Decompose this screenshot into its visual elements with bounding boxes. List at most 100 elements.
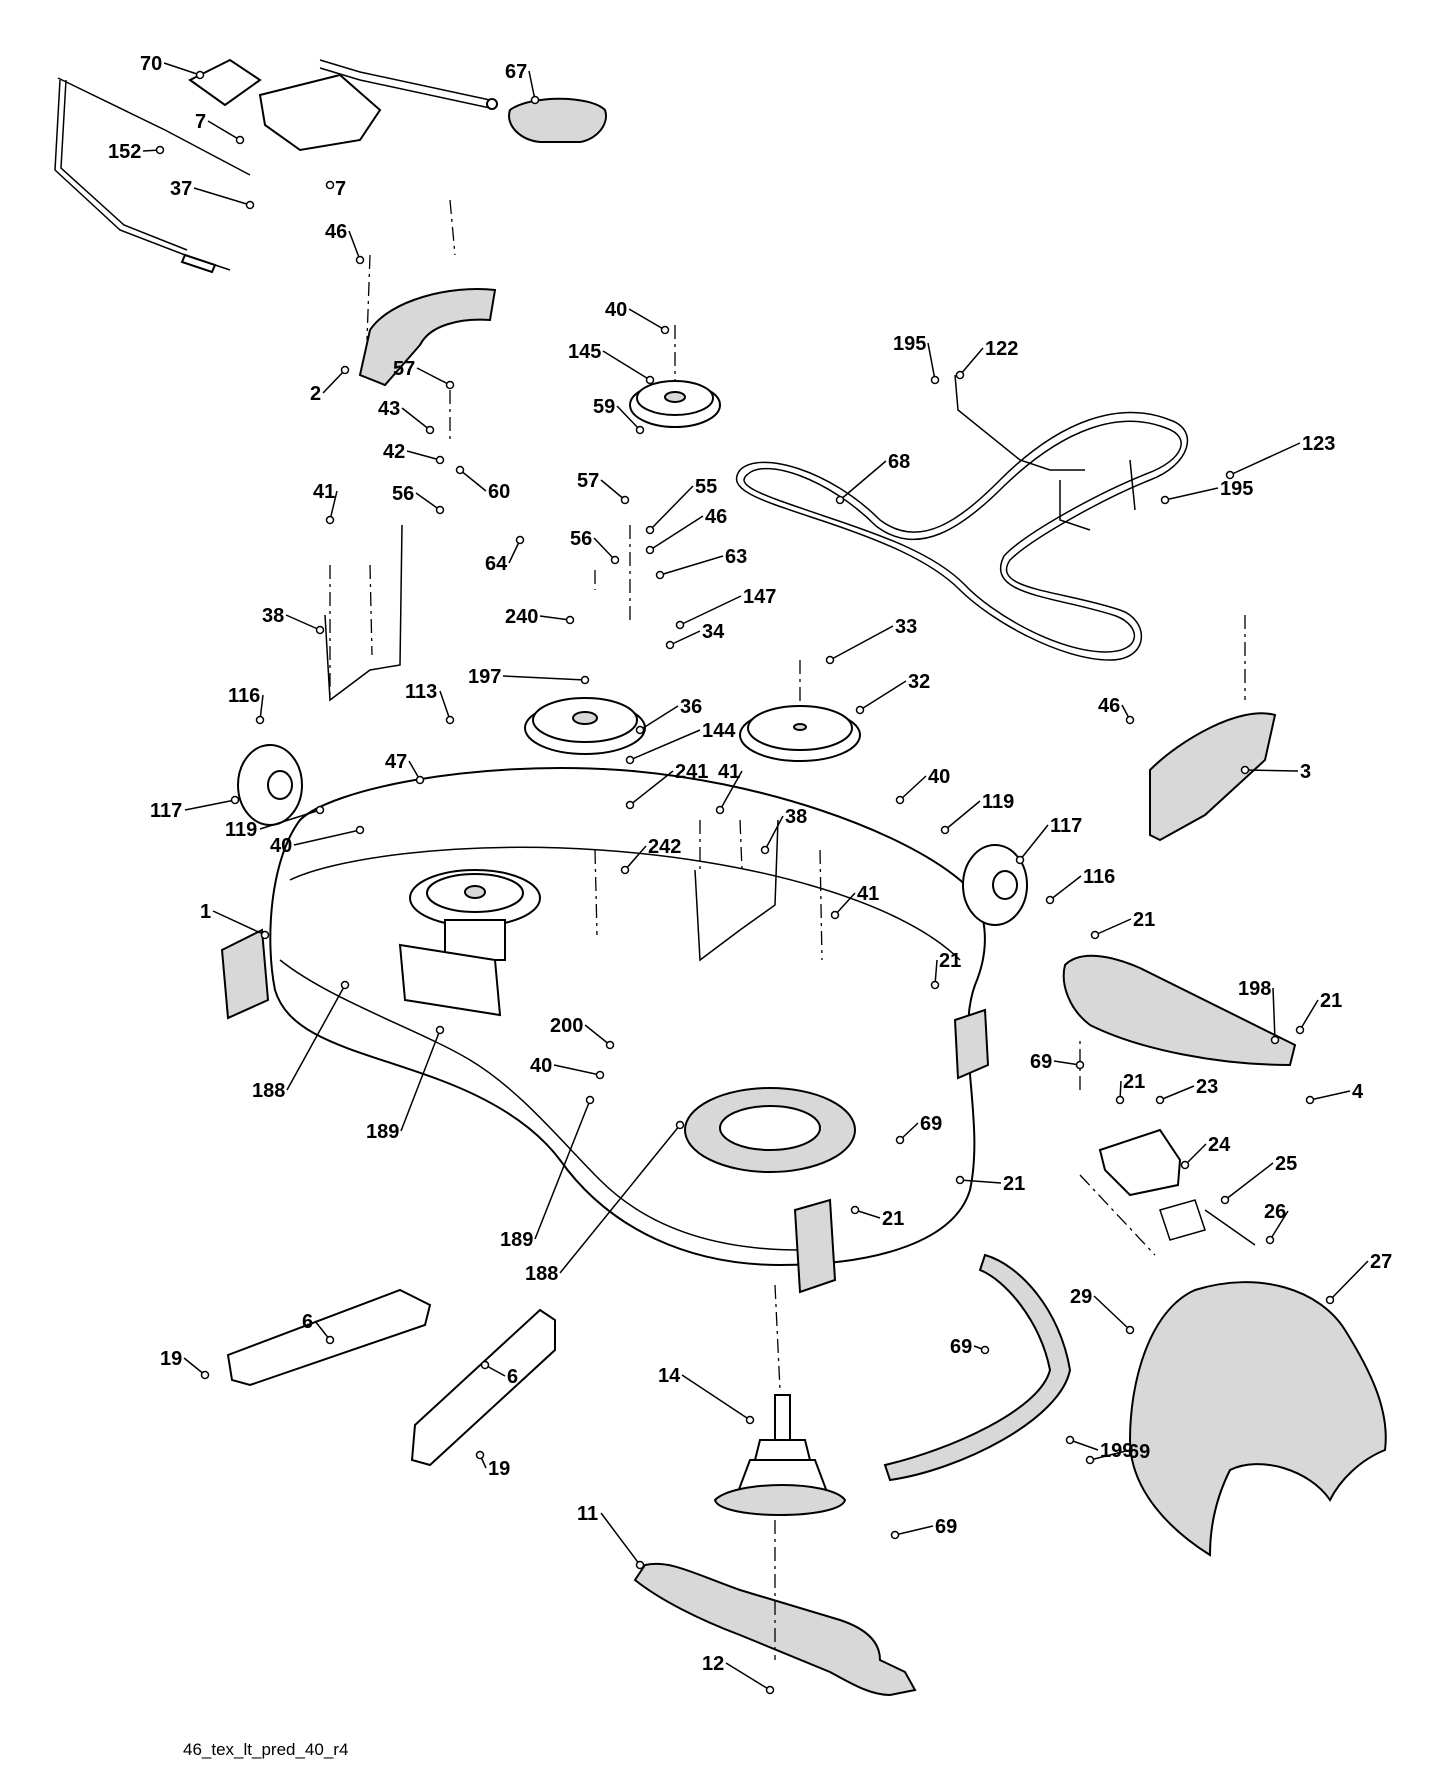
idler-pulley-36: [524, 697, 646, 755]
gauge-wheel-right: [962, 844, 1028, 926]
callout-leader: [1053, 1060, 1081, 1066]
hardware-marker: [1065, 1435, 1075, 1445]
hardware-marker: [515, 535, 525, 545]
callout-label: 6: [507, 1366, 518, 1388]
callout-label: 117: [150, 800, 182, 822]
callout-label: 60: [488, 481, 510, 503]
callout-leader: [639, 705, 679, 731]
callout-label: 57: [393, 358, 415, 380]
callout-label: 147: [743, 586, 776, 608]
callout-label: 198: [1238, 978, 1271, 1000]
hardware-marker: [1090, 930, 1100, 940]
hardware-marker: [475, 1450, 485, 1460]
callout-leader: [293, 829, 361, 846]
callout-leader: [927, 342, 936, 381]
callout-label: 24: [1208, 1134, 1231, 1156]
callout-leader: [539, 615, 571, 621]
callout-leader: [459, 469, 487, 492]
callout-leader: [725, 1662, 771, 1691]
callout-label: 21: [1320, 990, 1342, 1012]
hardware-marker: [830, 910, 840, 920]
hardware-marker: [1265, 1235, 1275, 1245]
callout-label: 188: [252, 1080, 285, 1102]
callout-leader: [212, 910, 266, 936]
callout-label: 195: [893, 333, 926, 355]
callout-label: 240: [505, 606, 538, 628]
callout-label: 242: [648, 836, 681, 858]
callout-label: 11: [577, 1503, 598, 1525]
callout-leader: [415, 492, 441, 511]
callout-label: 34: [702, 621, 725, 643]
hardware-marker: [760, 845, 770, 855]
callout-label: 7: [195, 111, 206, 133]
callout-label: 64: [485, 553, 508, 575]
callout-label: 40: [928, 766, 950, 788]
hardware-marker: [605, 1040, 615, 1050]
hardware-marker: [620, 865, 630, 875]
callout-leader: [1019, 824, 1049, 861]
callout-leader: [829, 625, 894, 661]
assembly-lines: [329, 199, 1246, 1660]
callout-label: 7: [335, 178, 346, 200]
callout-leader: [616, 405, 641, 431]
hardware-marker: [1075, 1060, 1085, 1070]
callout-leader: [629, 770, 674, 806]
hardware-marker: [445, 380, 455, 390]
hardware-marker: [645, 375, 655, 385]
callout-leader: [584, 1024, 611, 1046]
hardware-marker: [665, 640, 675, 650]
callout-leader: [602, 350, 651, 381]
hardware-marker: [895, 1135, 905, 1145]
callout-leader: [593, 537, 616, 561]
callout-leader: [207, 120, 241, 141]
callout-label: 116: [228, 685, 260, 707]
decal: [508, 97, 607, 143]
hardware-marker: [565, 615, 575, 625]
callout-leader: [944, 800, 981, 831]
callout-label: 144: [702, 720, 736, 742]
callout-leader: [679, 595, 742, 626]
callout-leader: [681, 1374, 751, 1421]
hardware-marker: [585, 1095, 595, 1105]
callout-label: 21: [1123, 1071, 1145, 1093]
callout-label: 4: [1352, 1081, 1364, 1103]
callout-label: 145: [568, 341, 601, 363]
hardware-marker: [435, 455, 445, 465]
callout-label: 195: [1220, 478, 1253, 500]
callout-leader: [329, 490, 338, 521]
callout-label: 119: [225, 819, 257, 841]
hardware-marker: [260, 930, 270, 940]
callout-leader: [1224, 1162, 1274, 1201]
callout-label: 46: [325, 221, 347, 243]
hardware-marker: [425, 425, 435, 435]
hardware-marker: [325, 1335, 335, 1345]
callout-leader: [649, 515, 704, 551]
callout-label: 113: [405, 681, 437, 703]
callout-label: 56: [392, 483, 414, 505]
callout-leader: [183, 1357, 206, 1376]
callout-label: 59: [593, 396, 615, 418]
hardware-marker: [195, 70, 205, 80]
callout-leader: [553, 1064, 601, 1076]
callout-leader: [259, 809, 321, 830]
callout-label: 41: [718, 761, 740, 783]
wheel-bracket-38-left: [324, 524, 403, 702]
callout-label: 41: [313, 481, 335, 503]
callout-leader: [839, 460, 887, 501]
hardware-marker: [635, 425, 645, 435]
front-bracket-6-right: [410, 1308, 556, 1467]
hardware-marker: [255, 715, 265, 725]
callout-label: 47: [385, 751, 407, 773]
hardware-marker: [645, 545, 655, 555]
hardware-marker: [315, 625, 325, 635]
callout-leader: [624, 845, 647, 871]
idler-pulley-145: [629, 380, 721, 428]
hardware-marker: [1160, 495, 1170, 505]
callout-label: 69: [920, 1113, 942, 1135]
callout-label: 40: [605, 299, 627, 321]
callout-label: 189: [500, 1229, 533, 1251]
callout-leader: [600, 479, 626, 501]
hardware-marker: [595, 1070, 605, 1080]
callout-leader: [1329, 1260, 1369, 1301]
callout-label: 26: [1264, 1201, 1286, 1223]
